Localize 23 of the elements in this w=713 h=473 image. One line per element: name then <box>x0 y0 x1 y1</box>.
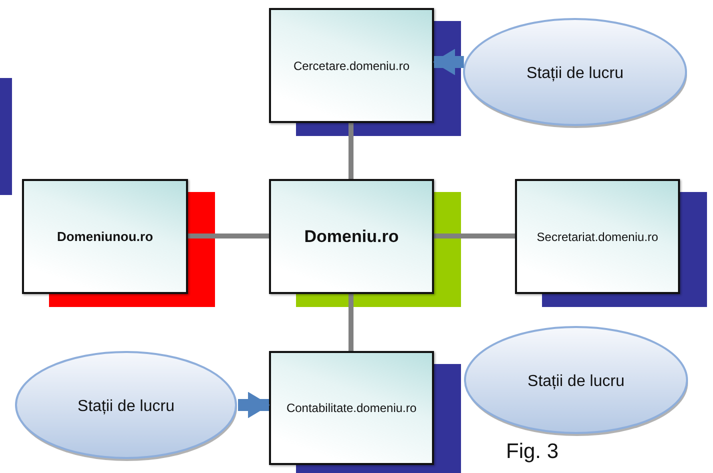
node-label: Domeniu.ro <box>303 226 400 246</box>
node-label: Stații de lucru <box>76 398 176 416</box>
node-label: Secretariat.domeniu.ro <box>536 230 660 244</box>
workstation-ellipse <box>463 325 689 439</box>
connector-line <box>188 234 269 238</box>
node-label: Contabilitate.domeniu.ro <box>285 401 418 415</box>
block-arrow <box>238 392 270 418</box>
figure-caption: Fig. 3 <box>506 440 559 464</box>
block-arrow <box>433 48 464 76</box>
connector-line <box>434 234 515 238</box>
server-box <box>269 8 434 123</box>
server-box <box>269 179 434 294</box>
workstation-ellipse <box>462 17 688 131</box>
node-label: Domeniunou.ro <box>56 229 154 244</box>
workstation-ellipse <box>14 350 238 464</box>
server-box <box>22 179 188 294</box>
server-box <box>269 351 434 465</box>
node-label: Stații de lucru <box>526 65 624 83</box>
server-box <box>515 179 680 294</box>
connector-line <box>348 294 354 351</box>
node-label: Cercetare.domeniu.ro <box>292 58 411 72</box>
connector-line <box>348 123 354 179</box>
node-label: Stații de lucru <box>526 373 626 391</box>
